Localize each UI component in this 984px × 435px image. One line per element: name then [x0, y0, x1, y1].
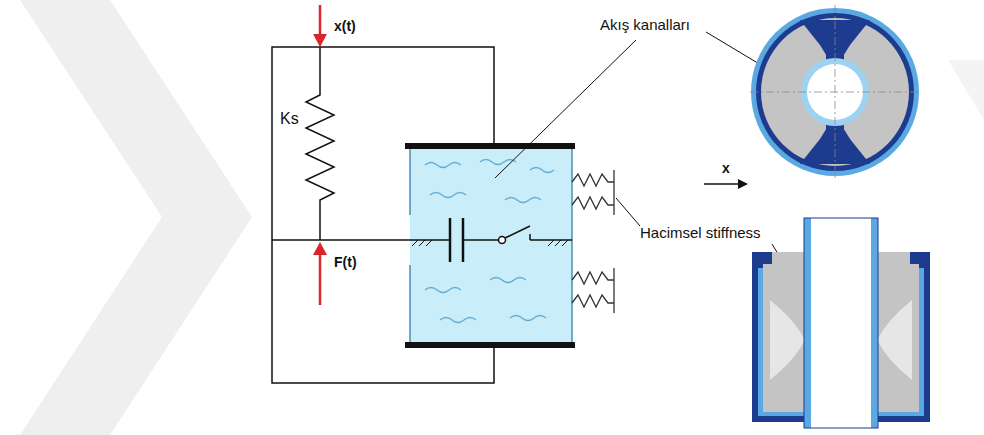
watermark: [948, 60, 984, 120]
part-label: Hacimsel stiffness: [640, 224, 761, 241]
chamber-wall: [409, 265, 411, 343]
signal-label: F(t): [334, 254, 357, 270]
watermark: [20, 0, 252, 435]
volumetric-springs: [572, 170, 614, 313]
bushing-section: [750, 5, 920, 180]
chamber-wall: [409, 148, 411, 215]
bottom-plate: [405, 342, 575, 348]
part-label: Akış kanalları: [600, 16, 690, 33]
spring-label: Ks: [280, 110, 299, 128]
frame: [272, 47, 494, 383]
top-plate: [405, 143, 575, 149]
ground-hatch: [412, 240, 568, 246]
bushing-side-section: [752, 218, 930, 428]
chamber-wall: [571, 148, 573, 343]
fluid-waves: [425, 160, 554, 323]
axis-arrow: [704, 183, 740, 184]
axis-arrow: [738, 179, 748, 189]
fluid-chamber: [410, 148, 572, 343]
spring-symbol: [306, 47, 334, 240]
force-arrows: [313, 5, 327, 305]
signal-label: x(t): [334, 18, 356, 34]
damper-symbol: [272, 218, 572, 262]
axis-label: x: [722, 160, 730, 176]
